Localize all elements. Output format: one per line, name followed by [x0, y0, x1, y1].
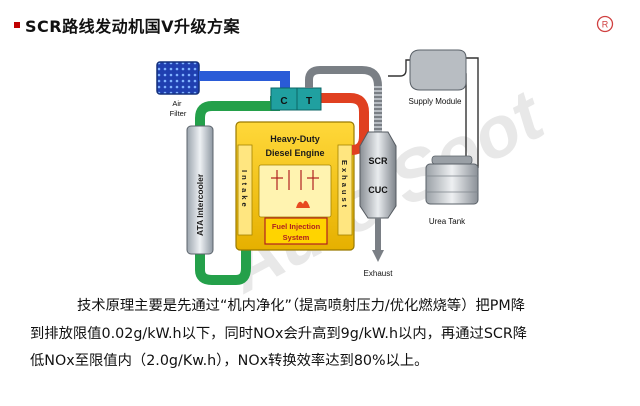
- intercooler-inlet-pipe: [195, 96, 280, 128]
- intake-pipe-top: [199, 71, 290, 92]
- air-filter-label: Air Filter: [170, 99, 187, 118]
- exhaust-pipe-to-scr: [305, 66, 382, 132]
- supply-module-label: Supply Module: [409, 97, 462, 106]
- air-filter-label-line1: Air: [172, 99, 182, 108]
- svg-text:R: R: [602, 20, 609, 30]
- cuc-label: CUC: [368, 185, 388, 195]
- intercooler: [186, 125, 214, 255]
- engine-title-line2: Diesel Engine: [265, 148, 324, 158]
- urea-tank: [425, 163, 479, 205]
- cylinder-area: [258, 164, 332, 218]
- fuel-injection-label-2: System: [283, 233, 310, 242]
- engine-title-line1: Heavy-Duty: [270, 134, 320, 144]
- title-square-icon: [14, 22, 20, 28]
- supply-module: [409, 49, 467, 91]
- intake-manifold: [237, 144, 253, 236]
- flame-icon: [296, 200, 310, 208]
- turbo-t-label: T: [306, 96, 312, 107]
- injector-icons: [271, 170, 319, 190]
- exhaust-manifold: [337, 144, 353, 236]
- description-line-1: 技术原理主要是先通过“机内净化”（提高喷射压力/优化燃烧等）把PM降: [77, 298, 526, 314]
- description-line-2: 到排放限值0.02g/kW.h以下，同时NOx会升高到9g/kW.h以内，再通过…: [30, 325, 528, 342]
- title-bar: SCR路线发动机国Ⅴ升级方案: [14, 14, 240, 36]
- intercooler-label: ATA Intercooler: [195, 173, 205, 236]
- scr-catalyst: [359, 131, 397, 219]
- description-line-3: 低NOx至限值内（2.0g/Kw.h），NOx转换效率达到80%以上。: [30, 353, 429, 369]
- intercooler-outlet-pipe: [195, 236, 251, 285]
- fuel-injection-box: [264, 217, 328, 245]
- exhaust-pipe-engine: [318, 93, 369, 155]
- corner-logo-icon: R: [596, 15, 614, 33]
- air-filter: [156, 61, 200, 95]
- air-filter-label-line2: Filter: [170, 109, 187, 118]
- exhaust-side-label: Exhaust: [340, 160, 349, 210]
- exhaust-arrow-icon: [372, 250, 384, 262]
- intake-label: Intake: [240, 170, 249, 210]
- urea-tank-lid: [431, 155, 473, 165]
- description-paragraph: 技术原理主要是先通过“机内净化”（提高喷射压力/优化燃烧等）把PM降 到排放限值…: [30, 293, 630, 376]
- dosing-line: [388, 59, 420, 77]
- urea-tank-label: Urea Tank: [429, 217, 466, 226]
- fuel-injection-label-1: Fuel Injection: [272, 222, 321, 231]
- exhaust-out-label: Exhaust: [364, 269, 394, 278]
- turbo-c-label: C: [280, 96, 287, 107]
- scr-label: SCR: [368, 156, 388, 166]
- page-title: SCR路线发动机国Ⅴ升级方案: [25, 17, 240, 36]
